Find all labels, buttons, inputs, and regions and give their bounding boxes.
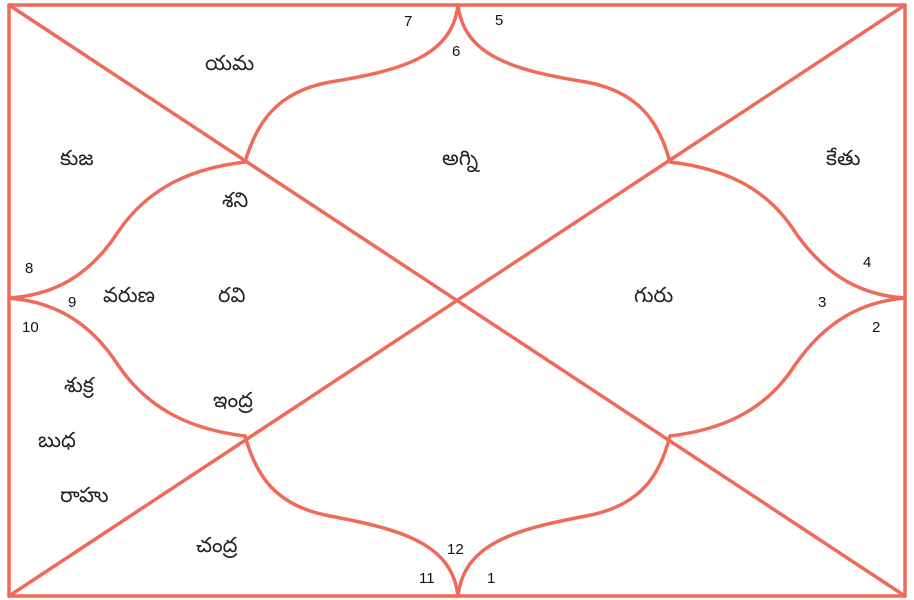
planet-kuja: కుజ	[60, 146, 94, 170]
planet-labels: యమ కుజ అగ్ని కేతు శని వరుణ రవి గురు శుక్…	[38, 51, 861, 558]
planet-rahu: రాహు	[60, 483, 109, 507]
curve-bottom-left	[243, 434, 460, 598]
planet-budha: బుధ	[38, 428, 76, 452]
curve-left-upper	[7, 160, 247, 300]
house-number-1: 1	[487, 570, 495, 587]
chart-lines	[7, 3, 907, 598]
planet-agni: అగ్ని	[442, 146, 481, 173]
diagonal-bottom-left-to-top-right	[7, 3, 907, 598]
house-number-7: 7	[404, 13, 412, 30]
planet-guru: గురు	[634, 283, 673, 307]
house-number-9: 9	[68, 294, 76, 311]
planet-ketu: కేతు	[826, 146, 861, 170]
house-number-6: 6	[452, 43, 460, 60]
planet-yama: యమ	[205, 51, 254, 75]
house-number-12: 12	[447, 541, 464, 558]
planet-chandra: చంద్ర	[196, 533, 238, 558]
curve-bottom-right	[456, 434, 672, 598]
house-numbers: 1 2 3 4 5 6 7 8 9 10 11 12	[22, 12, 880, 587]
planet-indra: ఇంద్ర	[213, 388, 253, 413]
curve-left-lower	[7, 296, 247, 438]
planet-shukra: శుక్ర	[64, 373, 95, 398]
house-number-11: 11	[419, 570, 435, 587]
planet-shani: శని	[222, 188, 248, 212]
house-number-3: 3	[818, 294, 826, 311]
house-number-10: 10	[22, 319, 39, 336]
curve-right-lower	[668, 296, 907, 438]
curve-top-right	[456, 3, 672, 164]
curve-right-upper	[668, 160, 907, 300]
house-number-2: 2	[872, 319, 880, 336]
curve-top-left	[243, 3, 460, 164]
house-number-4: 4	[863, 254, 871, 271]
planet-varuna: వరుణ	[103, 283, 155, 307]
planet-ravi: రవి	[218, 283, 245, 307]
house-number-5: 5	[495, 12, 503, 29]
house-number-8: 8	[25, 260, 33, 277]
